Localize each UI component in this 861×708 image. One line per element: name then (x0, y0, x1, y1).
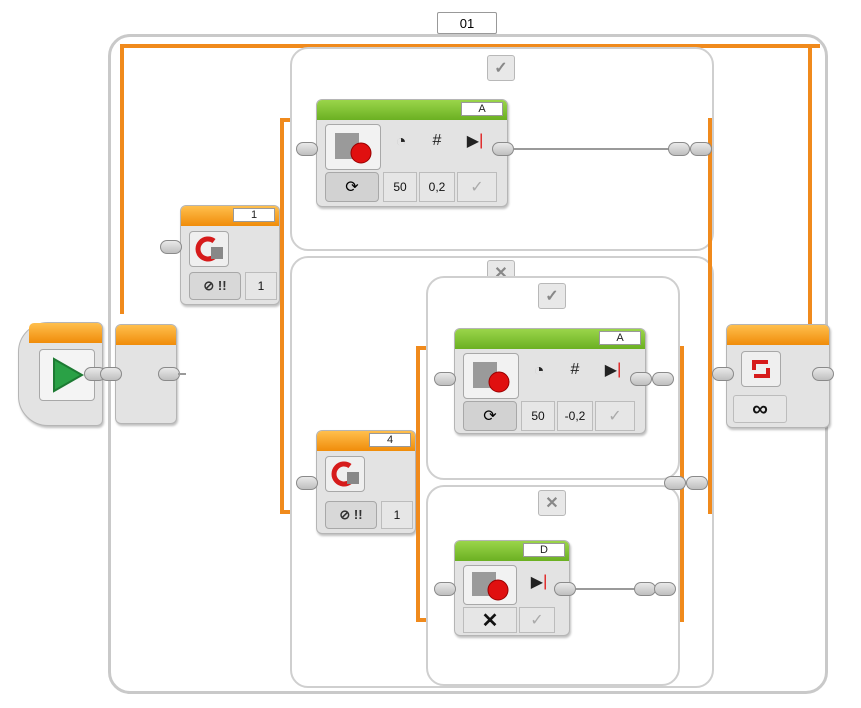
motor-a-top-block[interactable]: A ◔ # ▶| ⟳ 50 0,2 ✓ (316, 99, 508, 207)
switch-outer-bracket-bottom (280, 510, 292, 514)
case-true-end-plug[interactable] (690, 142, 712, 156)
switch-inner-bracket-bottom (416, 618, 428, 622)
switch-inner-case-true-tab[interactable]: ✓ (538, 283, 566, 309)
switch-inner-port[interactable]: 4 (369, 433, 411, 447)
switch-inner-case-false-tab[interactable]: ✕ (538, 490, 566, 516)
motor-a-inner-power[interactable]: 50 (521, 401, 555, 431)
motor-mode-icon[interactable]: ⟳ (325, 172, 379, 202)
large-motor-icon (463, 565, 517, 605)
motor-d-output-plug[interactable] (554, 582, 576, 596)
loop-back-wire-top (120, 44, 820, 48)
loop-start-output-plug[interactable] (158, 367, 180, 381)
motor-a-top-rotations[interactable]: 0,2 (419, 172, 455, 202)
motor-a-inner-brake[interactable]: ✓ (595, 401, 635, 431)
case-inner-false-exit-plug[interactable] (634, 582, 656, 596)
loop-end-header (727, 325, 829, 345)
switch-inner-bracket-top (416, 346, 428, 350)
switch-outer-end-bracket (708, 118, 712, 514)
motor-d-block[interactable]: D ▶| ✕ ✓ (454, 540, 570, 636)
loop-start-header (116, 325, 176, 345)
case-inner-true-exit-plug[interactable] (652, 372, 674, 386)
switch-inner-sensor-icon[interactable] (325, 456, 365, 492)
motor-a-top-port[interactable]: A (461, 102, 503, 116)
large-motor-icon (463, 353, 519, 399)
switch-outer-threshold[interactable]: 1 (245, 272, 277, 300)
motor-a-top-brake[interactable]: ✓ (457, 172, 497, 202)
motor-mode-icon[interactable]: ⟳ (463, 401, 517, 431)
loop-back-wire-left (120, 44, 124, 314)
start-block-header (29, 323, 102, 343)
switch-inner-block[interactable]: 4 ⊘ !! 1 (316, 430, 416, 534)
loop-end-block[interactable]: ∞ (726, 324, 830, 428)
case-inner-false-end-plug[interactable] (654, 582, 676, 596)
switch-sensor-icon[interactable] (189, 231, 229, 267)
brake-icon: ▶| (530, 573, 548, 591)
switch-inner-input-plug[interactable] (296, 476, 318, 490)
large-motor-icon (325, 124, 381, 170)
motor-d-mode[interactable]: ✕ (463, 607, 517, 633)
compare-icon[interactable]: ⊘ !! (189, 272, 241, 300)
switch-outer-case-true-tab[interactable]: ✓ (487, 55, 515, 81)
case-outer-false-end-plug[interactable] (686, 476, 708, 490)
loop-end-output-plug[interactable] (812, 367, 834, 381)
brake-icon: ▶| (604, 361, 622, 379)
loop-mode-infinity[interactable]: ∞ (733, 395, 787, 423)
loop-name-label[interactable]: 01 (437, 12, 497, 34)
power-gauge-icon: ◔ (533, 359, 545, 380)
loop-repeat-icon[interactable] (741, 351, 781, 387)
loop-end-input-plug[interactable] (712, 367, 734, 381)
motor-a-inner-input-plug[interactable] (434, 372, 456, 386)
motor-a-top-header (317, 100, 507, 120)
case-true-exit-plug[interactable] (668, 142, 690, 156)
rotations-icon: # (570, 361, 580, 378)
rotations-icon: # (432, 132, 442, 149)
motor-a-inner-header (455, 329, 645, 349)
switch-inner-exit-plug[interactable] (664, 476, 686, 490)
motor-d-port[interactable]: D (523, 543, 565, 557)
wire-motor-d-out (576, 588, 636, 590)
switch-outer-input-plug[interactable] (160, 240, 182, 254)
switch-inner-bracket (416, 346, 420, 622)
loop-back-wire-right (808, 44, 812, 334)
switch-outer-block[interactable]: 1 ⊘ !! 1 (180, 205, 280, 305)
switch-inner-compare-icon[interactable]: ⊘ !! (325, 501, 377, 529)
switch-outer-bracket-top (280, 118, 292, 122)
motor-a-top-power[interactable]: 50 (383, 172, 417, 202)
power-gauge-icon: ◔ (395, 130, 407, 151)
motor-a-inner-output-plug[interactable] (630, 372, 652, 386)
loop-start-input-plug[interactable] (100, 367, 122, 381)
motor-a-inner-rotations[interactable]: -0,2 (557, 401, 593, 431)
motor-a-top-input-plug[interactable] (296, 142, 318, 156)
wire-loop-to-switch (178, 373, 186, 375)
switch-outer-bracket (280, 118, 284, 514)
motor-d-brake[interactable]: ✓ (519, 607, 555, 633)
motor-d-input-plug[interactable] (434, 582, 456, 596)
switch-outer-port[interactable]: 1 (233, 208, 275, 222)
motor-a-top-output-plug[interactable] (492, 142, 514, 156)
motor-a-inner-port[interactable]: A (599, 331, 641, 345)
wire-motor-a-top-out (514, 148, 670, 150)
motor-a-inner-block[interactable]: A ◔ # ▶| ⟳ 50 -0,2 ✓ (454, 328, 646, 434)
brake-icon: ▶| (466, 132, 484, 150)
switch-inner-threshold[interactable]: 1 (381, 501, 413, 529)
